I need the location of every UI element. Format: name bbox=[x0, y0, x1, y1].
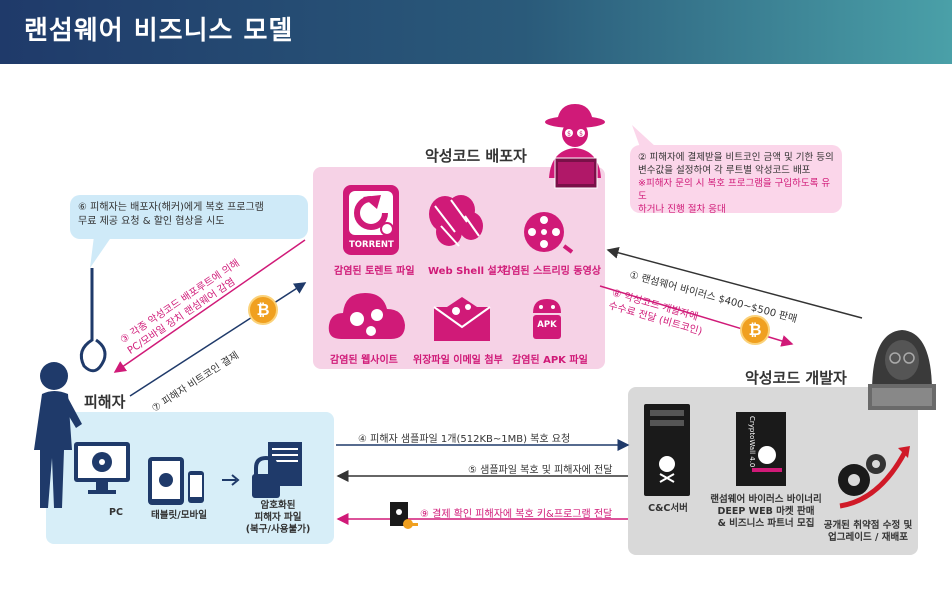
cloud-virus-icon bbox=[328, 293, 405, 339]
web-shell-icon bbox=[429, 195, 483, 247]
channel-label-email: 위장파일 이메일 첨부 bbox=[413, 355, 503, 366]
envelope-virus-icon bbox=[433, 297, 491, 341]
encrypted-files-lock-icon bbox=[252, 442, 302, 498]
step6-bubble: ⑥ 피해자는 배포자(해커)에게 복호 프로그램 무료 제공 요청 & 할인 협… bbox=[70, 195, 308, 239]
upgrade-line2: 업그레이드 / 재배포 bbox=[827, 532, 908, 543]
tablet-label: 태블릿/모바일 bbox=[151, 510, 207, 521]
step2-line1: ② 피해자에 결제받을 비트코인 금액 및 기한 등의 bbox=[638, 152, 834, 163]
encrypted-files-label: 암호화된 피해자 파일 (복구/사용불가) bbox=[236, 500, 320, 536]
cryptowall-brand: CryptoWall 4.0 bbox=[748, 416, 756, 468]
cryptowall-box-icon: CryptoWall 4.0 bbox=[736, 412, 786, 486]
to-encrypted-arrow-icon bbox=[222, 474, 240, 486]
encrypted-line1: 암호화된 bbox=[260, 500, 296, 511]
channel-label-streaming: 감염된 스트리밍 동영상 bbox=[502, 266, 601, 277]
step2-bubble-tail bbox=[632, 125, 656, 147]
pc-label: PC bbox=[109, 507, 123, 518]
hacker-developer-icon bbox=[868, 330, 936, 410]
upgrade-gears-icon bbox=[838, 446, 910, 509]
page-title: 랜섬웨어 비즈니스 모델 bbox=[24, 16, 294, 46]
victim-figure-icon bbox=[34, 362, 82, 508]
svg-text:$: $ bbox=[579, 131, 583, 138]
step6-bubble-tail bbox=[90, 236, 112, 268]
step5-label: ⑤ 샘플파일 복호 및 피해자에 전달 bbox=[468, 465, 613, 476]
torrent-badge: TORRENT bbox=[349, 240, 394, 250]
channel-label-webshell: Web Shell 설치 bbox=[428, 266, 506, 277]
market-line3: & 비즈니스 파트너 모집 bbox=[717, 518, 815, 529]
step2-line2: 변수값을 설정하여 각 루트별 악성코드 배포 bbox=[638, 165, 811, 176]
step2-note2: 하거나 진행 절차 응대 bbox=[638, 204, 726, 215]
apk-badge: APK bbox=[537, 320, 557, 330]
torrent-icon: TORRENT bbox=[343, 185, 399, 259]
victim-label: 피해자 bbox=[84, 393, 126, 411]
upgrade-label: 공개된 취약점 수정 및 업그레이드 / 재배포 bbox=[820, 520, 916, 544]
step6-line1: ⑥ 피해자는 배포자(해커)에게 복호 프로그램 bbox=[78, 202, 264, 213]
svg-text:$: $ bbox=[567, 131, 571, 138]
bitcoin-coin-icon-2: ₿ bbox=[740, 315, 770, 345]
step4-label: ④ 피해자 샘플파일 1개(512KB~1MB) 복호 요청 bbox=[358, 434, 571, 445]
step2-note1: ※피해자 문의 시 복호 프로그램을 구입하도록 유도 bbox=[638, 178, 831, 202]
android-apk-icon: APK bbox=[525, 295, 569, 349]
distributor-label: 악성코드 배포자 bbox=[425, 147, 527, 165]
step2-bubble: ② 피해자에 결제받을 비트코인 금액 및 기한 등의 변수값을 설정하여 각 … bbox=[630, 145, 842, 215]
channel-label-torrent: 감염된 토렌트 파일 bbox=[334, 266, 415, 277]
encrypted-line3: (복구/사용불가) bbox=[245, 524, 311, 535]
step9-label: ⑨ 결제 확인 피해자에 복호 키&프로그램 전달 bbox=[420, 509, 613, 520]
hacker-distributor-icon: $ $ bbox=[545, 104, 605, 189]
cnc-server-label: C&C서버 bbox=[648, 503, 688, 514]
header-banner: 랜섬웨어 비즈니스 모델 bbox=[0, 0, 952, 64]
channel-label-apk: 감염된 APK 파일 bbox=[512, 355, 588, 366]
developer-label: 악성코드 개발자 bbox=[745, 369, 847, 387]
step6-line2: 무료 제공 요청 & 할인 협상을 시도 bbox=[78, 216, 225, 227]
channel-label-website: 감염된 웹사이트 bbox=[330, 355, 398, 366]
bitcoin-coin-icon: ₿ bbox=[248, 295, 278, 325]
pc-biohazard-icon bbox=[74, 442, 130, 494]
film-reel-icon bbox=[524, 212, 574, 254]
market-label: 랜섬웨어 바이러스 바이너리 DEEP WEB 마켓 판매 & 비즈니스 파트너… bbox=[700, 494, 832, 530]
encrypted-line2: 피해자 파일 bbox=[254, 512, 302, 523]
cnc-server-icon bbox=[644, 404, 690, 496]
tablet-mobile-icon bbox=[148, 457, 204, 505]
market-line2: DEEP WEB 마켓 판매 bbox=[717, 506, 815, 517]
upgrade-line1: 공개된 취약점 수정 및 bbox=[823, 520, 913, 531]
market-line1: 랜섬웨어 바이러스 바이너리 bbox=[710, 494, 822, 505]
skull-icon bbox=[758, 446, 776, 464]
key-package-icon bbox=[390, 502, 418, 529]
